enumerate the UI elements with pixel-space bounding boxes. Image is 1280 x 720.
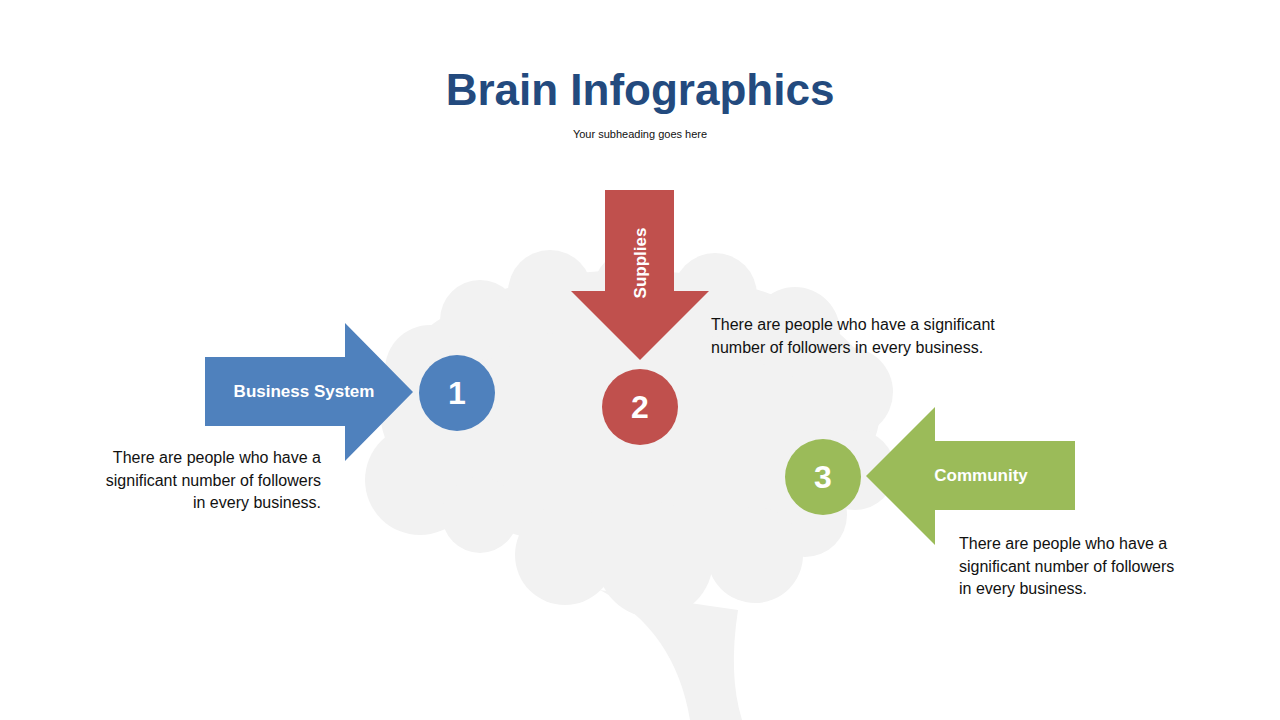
arrow-box: Supplies — [571, 190, 709, 360]
arrow-fill — [571, 190, 709, 360]
number-circle: 3 — [785, 439, 861, 515]
description-text: There are people who have a significant … — [711, 314, 1031, 359]
arrow-fill — [866, 407, 1075, 545]
arrow-label: Business System — [234, 382, 375, 402]
title: Brain Infographics — [240, 64, 1040, 116]
arrow-box: Community — [866, 407, 1075, 545]
arrow-label: Supplies — [631, 228, 651, 299]
callout-number: 1 — [448, 375, 466, 412]
subheading: Your subheading goes here — [440, 127, 840, 142]
callout-number: 3 — [814, 459, 832, 496]
arrow-box: Business System — [205, 323, 413, 461]
description-text: There are people who have a significant … — [91, 447, 321, 515]
arrow-fill — [205, 323, 413, 461]
arrow-label: Community — [934, 466, 1028, 486]
description-text: There are people who have a significant … — [959, 533, 1189, 601]
number-circle: 1 — [419, 355, 495, 431]
callout-number: 2 — [631, 389, 649, 426]
number-circle: 2 — [602, 369, 678, 445]
